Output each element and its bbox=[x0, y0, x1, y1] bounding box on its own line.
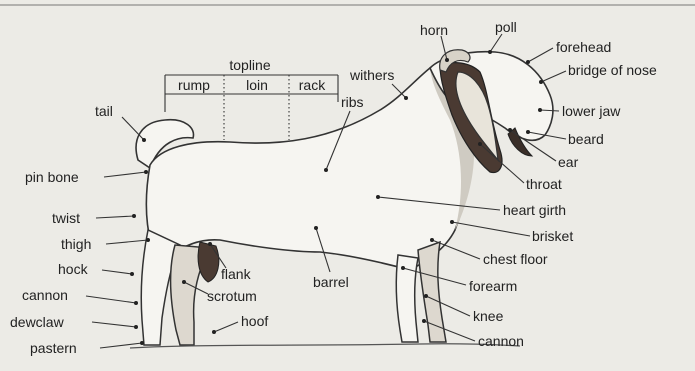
label-ribs: ribs bbox=[341, 94, 364, 110]
label-forearm: forearm bbox=[469, 278, 517, 294]
label-chest-floor: chest floor bbox=[483, 251, 548, 267]
label-poll: poll bbox=[495, 19, 517, 35]
label-brisket: brisket bbox=[532, 228, 573, 244]
topline-rack: rack bbox=[299, 77, 326, 93]
label-thigh: thigh bbox=[61, 236, 91, 252]
label-tail: tail bbox=[95, 103, 113, 119]
goat-scrotum-shape bbox=[198, 242, 219, 282]
label-scrotum: scrotum bbox=[207, 288, 257, 304]
goat-torso bbox=[146, 68, 473, 270]
label-throat: throat bbox=[526, 176, 562, 192]
label-ear: ear bbox=[558, 154, 579, 170]
label-heart-girth: heart girth bbox=[503, 202, 566, 218]
goat-front-leg-right bbox=[418, 242, 446, 342]
topline-title: topline bbox=[229, 57, 270, 73]
label-flank: flank bbox=[221, 266, 252, 282]
label-knee: knee bbox=[473, 308, 504, 324]
label-bridge-of-nose: bridge of nose bbox=[568, 62, 657, 78]
label-hoof: hoof bbox=[241, 313, 268, 329]
label-dewclaw: dewclaw bbox=[10, 314, 65, 330]
label-cannon-rear: cannon bbox=[22, 287, 68, 303]
label-barrel: barrel bbox=[313, 274, 349, 290]
label-pastern: pastern bbox=[30, 340, 77, 356]
goat-front-leg-left bbox=[396, 255, 418, 342]
label-lower-jaw: lower jaw bbox=[562, 103, 621, 119]
label-forehead: forehead bbox=[556, 39, 611, 55]
label-hock: hock bbox=[58, 261, 89, 277]
label-twist: twist bbox=[52, 210, 80, 226]
label-cannon-front: cannon bbox=[478, 333, 524, 349]
topline-loin: loin bbox=[246, 77, 268, 93]
label-withers: withers bbox=[349, 67, 394, 83]
label-pin-bone: pin bone bbox=[25, 169, 79, 185]
label-beard: beard bbox=[568, 131, 604, 147]
label-horn: horn bbox=[420, 22, 448, 38]
topline-rump: rump bbox=[178, 77, 210, 93]
